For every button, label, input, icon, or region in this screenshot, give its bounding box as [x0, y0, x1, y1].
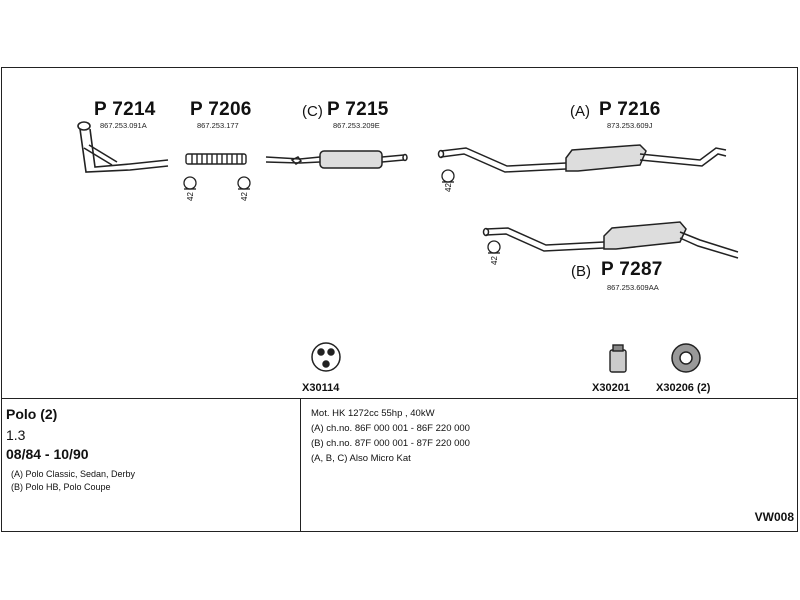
front-pipe-drawing [77, 121, 169, 173]
info-column-divider [300, 398, 301, 532]
accessory-label: X30114 [302, 382, 340, 394]
part-variant: (B) [571, 263, 591, 280]
vehicle-model: Polo (2) [6, 406, 58, 422]
spec-line: (A, B, C) Also Micro Kat [311, 453, 411, 464]
clamp-icons [183, 169, 501, 254]
part-reference: 867.253.091A [100, 121, 147, 130]
clamp-label: 42 [489, 256, 499, 265]
part-reference: 873.253.609J [607, 121, 653, 130]
clamp-label: 42 [239, 192, 249, 201]
vehicle-engine: 1.3 [6, 427, 26, 443]
clamp-label: 42 [443, 183, 453, 192]
diagram-code: VW008 [754, 510, 794, 524]
info-divider [1, 398, 798, 399]
part-variant: (A) [570, 103, 590, 120]
rear-silencer-a-drawing [437, 144, 727, 173]
accessory-label: X30201 [592, 382, 630, 394]
centre-silencer-drawing [265, 150, 408, 169]
part-variant: (C) [302, 103, 323, 120]
rubber-mount-icon [311, 342, 341, 372]
part-number: P 7287 [601, 259, 663, 280]
vehicle-years: 08/84 - 10/90 [6, 446, 89, 462]
part-number: P 7214 [94, 99, 156, 120]
part-reference: 867.253.177 [197, 121, 239, 130]
part-number: P 7215 [327, 99, 389, 120]
part-reference: 867.253.209E [333, 121, 380, 130]
rear-silencer-b-drawing [482, 221, 739, 259]
spec-line: (A) ch.no. 86F 000 001 - 86F 220 000 [311, 423, 470, 434]
accessory-label: X30206 (2) [656, 382, 711, 394]
clamp-label: 42 [185, 192, 195, 201]
part-reference: 867.253.609AA [607, 283, 659, 292]
part-number: P 7216 [599, 99, 661, 120]
gasket-ring-icon [671, 343, 701, 373]
vehicle-note: (B) Polo HB, Polo Coupe [11, 482, 111, 492]
sealing-sleeve-icon [609, 344, 627, 373]
diagram-frame [1, 67, 798, 532]
part-number: P 7206 [190, 99, 252, 120]
flex-pipe-drawing [185, 153, 247, 165]
spec-line: (B) ch.no. 87F 000 001 - 87F 220 000 [311, 438, 470, 449]
spec-line: Mot. HK 1272cc 55hp , 40kW [311, 408, 435, 419]
vehicle-note: (A) Polo Classic, Sedan, Derby [11, 469, 136, 479]
